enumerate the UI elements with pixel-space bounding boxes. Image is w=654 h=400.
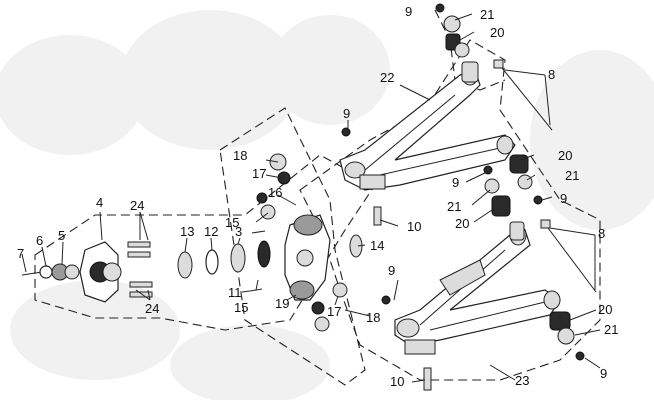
bolts bbox=[373, 59, 597, 391]
callout-24-lower: 24 bbox=[145, 301, 159, 316]
callout-20-lower: 20 bbox=[455, 216, 469, 231]
callout-8-upper: 8 bbox=[548, 67, 555, 82]
callout-15-upper: 15 bbox=[225, 215, 239, 230]
lower-a-arm bbox=[394, 224, 561, 355]
callout-21-mid: 21 bbox=[565, 168, 579, 183]
callout-17-lower: 17 bbox=[327, 304, 341, 319]
callout-8-lower: 8 bbox=[598, 226, 605, 241]
callout-17-upper: 17 bbox=[252, 166, 266, 181]
callout-4: 4 bbox=[96, 195, 103, 210]
callout-14: 14 bbox=[370, 238, 384, 253]
callout-20-bottom: 20 bbox=[598, 302, 612, 317]
callout-23: 23 bbox=[515, 373, 529, 388]
callout-10-lower: 10 bbox=[390, 374, 404, 389]
callout-18-lower: 18 bbox=[366, 310, 380, 325]
callout-5: 5 bbox=[58, 228, 65, 243]
callout-15-lower: 15 bbox=[234, 300, 248, 315]
callout-9-top: 9 bbox=[405, 4, 412, 19]
callout-6: 6 bbox=[36, 233, 43, 248]
callout-21-top: 21 bbox=[480, 7, 494, 22]
callout-9-mid: 9 bbox=[452, 175, 459, 190]
callout-9-bottom: 9 bbox=[600, 366, 607, 381]
callout-9-lower-left: 9 bbox=[388, 263, 395, 278]
callout-3: 3 bbox=[235, 224, 242, 239]
callout-24-upper: 24 bbox=[130, 198, 144, 213]
callout-13: 13 bbox=[180, 224, 194, 239]
callout-9-right: 9 bbox=[560, 191, 567, 206]
callout-20-mid: 20 bbox=[558, 148, 572, 163]
hub-assembly bbox=[21, 153, 363, 332]
callout-7: 7 bbox=[17, 246, 24, 261]
background-shading bbox=[0, 10, 654, 400]
callout-21-bottom: 21 bbox=[604, 322, 618, 337]
callout-20-top: 20 bbox=[490, 25, 504, 40]
callout-11: 11 bbox=[228, 285, 242, 300]
callout-22: 22 bbox=[380, 70, 394, 85]
callout-12: 12 bbox=[204, 224, 218, 239]
callout-18-upper: 18 bbox=[233, 148, 247, 163]
callout-21-lower: 21 bbox=[447, 199, 461, 214]
callout-9-mid-left: 9 bbox=[343, 106, 350, 121]
leader-lines bbox=[21, 13, 601, 383]
steering-knuckle bbox=[284, 214, 331, 301]
callout-19: 19 bbox=[275, 296, 289, 311]
callout-16: 16 bbox=[268, 185, 282, 200]
callout-10-upper: 10 bbox=[407, 219, 421, 234]
